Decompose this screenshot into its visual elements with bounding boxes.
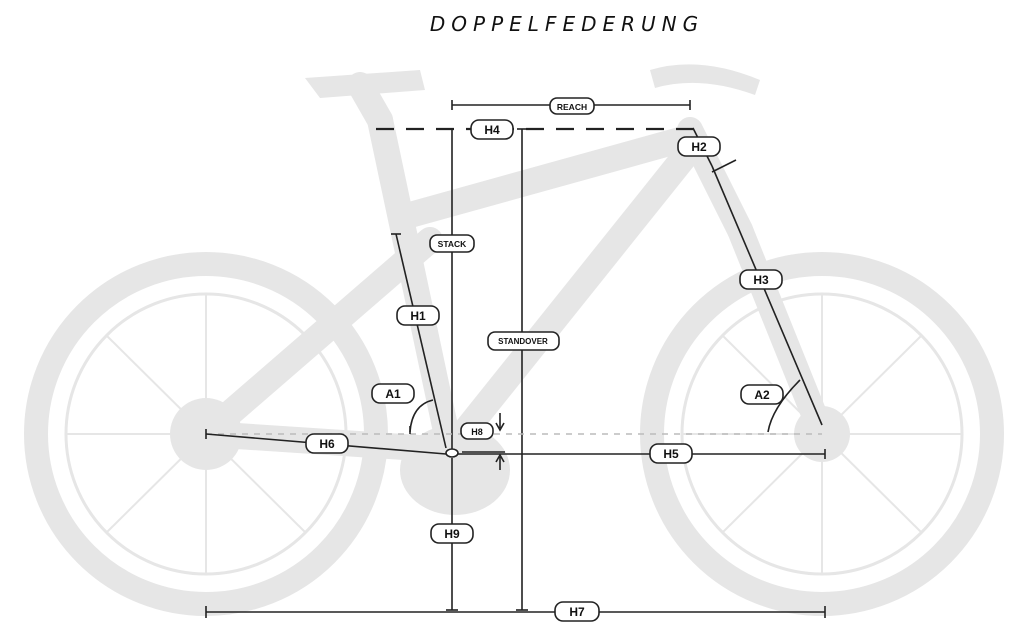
h3-line xyxy=(711,165,823,426)
h1-line xyxy=(395,233,447,449)
label-reach-text: REACH xyxy=(557,102,587,112)
label-standover-text: STANDOVER xyxy=(498,337,548,346)
label-a2-text: A2 xyxy=(754,388,770,402)
label-h5-text: H5 xyxy=(663,447,679,461)
label-h8: H8 xyxy=(460,422,494,440)
label-h3-text: H3 xyxy=(753,273,769,287)
label-h6-text: H6 xyxy=(319,437,335,451)
label-stack: STACK xyxy=(429,234,475,253)
label-h5: H5 xyxy=(649,443,693,464)
handlebar xyxy=(650,64,760,95)
a2-arc xyxy=(767,379,801,433)
label-h6: H6 xyxy=(305,433,349,454)
label-h7-text: H7 xyxy=(569,605,585,619)
label-h3: H3 xyxy=(739,269,783,290)
label-h9-text: H9 xyxy=(444,527,460,541)
saddle xyxy=(305,70,425,98)
seat-stay xyxy=(193,227,443,447)
label-reach: REACH xyxy=(549,97,595,115)
label-h1: H1 xyxy=(396,305,440,326)
diagram-title: DOPPELFEDERUNG xyxy=(429,12,705,36)
label-h1-text: H1 xyxy=(410,309,426,323)
down-tube xyxy=(437,137,703,463)
label-h9: H9 xyxy=(430,523,474,544)
seat-tube xyxy=(367,107,463,463)
label-stack-text: STACK xyxy=(438,239,468,249)
label-h8-text: H8 xyxy=(471,427,483,437)
label-a1-text: A1 xyxy=(385,387,401,401)
label-h4-text: H4 xyxy=(484,123,500,137)
top-tube xyxy=(397,127,693,228)
label-a1: A1 xyxy=(371,383,415,404)
label-h2: H2 xyxy=(677,136,721,157)
label-h2-text: H2 xyxy=(691,140,707,154)
label-standover: STANDOVER xyxy=(487,331,560,351)
label-a2: A2 xyxy=(740,384,784,405)
motor xyxy=(400,425,510,515)
label-h7: H7 xyxy=(554,601,600,622)
bottom-bracket xyxy=(445,448,459,458)
label-h4: H4 xyxy=(470,119,514,140)
